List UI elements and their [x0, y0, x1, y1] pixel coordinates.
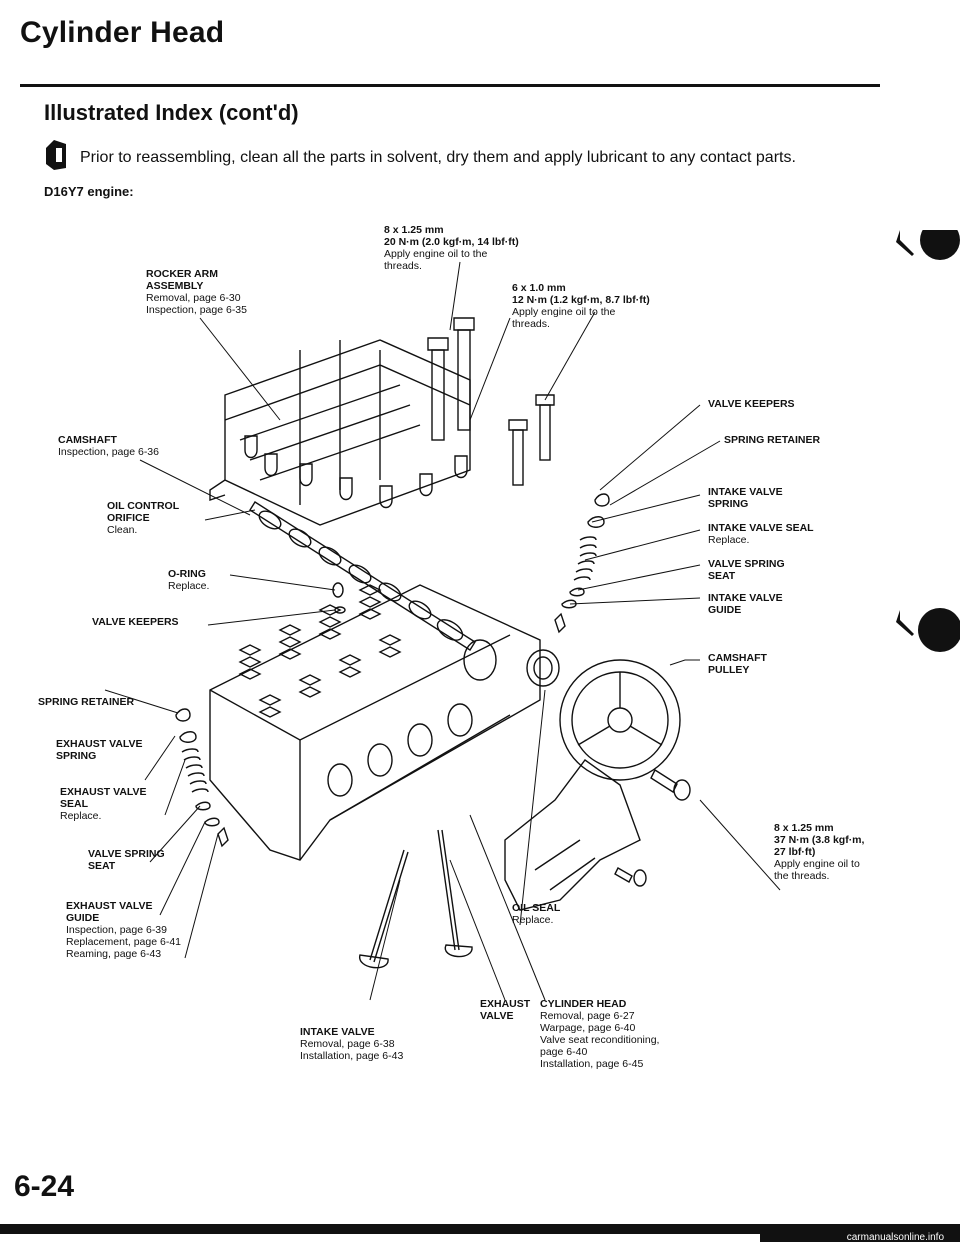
binder-marks	[896, 230, 960, 652]
camshaft	[249, 501, 476, 651]
bolts-6x10	[508, 394, 555, 486]
assembly-note: Prior to reassembling, clean all the par…	[80, 149, 796, 166]
cylinder-head-body	[209, 584, 541, 861]
label-bolt-8x125-bottom: 8 x 1.25 mm 37 N·m (3.8 kgf·m, 27 lbf·ft…	[774, 822, 865, 882]
label-exhaust-valve: EXHAUST VALVE	[480, 998, 531, 1022]
footer-bar	[760, 1230, 960, 1242]
timing-belt-back-cover	[504, 759, 641, 911]
label-cylinder-head: CYLINDER HEAD Removal, page 6-27 Warpage…	[540, 998, 660, 1070]
label-valve-spring-seat-left: VALVE SPRING SEAT	[88, 848, 165, 872]
label-intake-valve-guide: INTAKE VALVE GUIDE	[708, 592, 783, 616]
exhaust-valve-stack	[175, 708, 229, 848]
pulley-bolt	[650, 768, 678, 794]
cylinder-head-top-face	[209, 634, 511, 741]
oil-seal-ring	[526, 649, 560, 687]
label-exhaust-valve-spring: EXHAUST VALVE SPRING	[56, 738, 143, 762]
label-camshaft-pulley: CAMSHAFT PULLEY	[708, 652, 767, 676]
engine-label: D16Y7 engine:	[44, 184, 134, 199]
label-bolt-6x10: 6 x 1.0 mm 12 N·m (1.2 kgf·m, 8.7 lbf·ft…	[512, 282, 650, 330]
label-oil-control-orifice: OIL CONTROL ORIFICE Clean.	[107, 500, 180, 536]
label-spring-retainer-left: SPRING RETAINER	[38, 696, 135, 708]
label-camshaft: CAMSHAFT Inspection, page 6-36	[58, 434, 159, 458]
label-intake-valve: INTAKE VALVE Removal, page 6-38 Installa…	[300, 1026, 404, 1062]
label-exhaust-valve-seal: EXHAUST VALVE SEAL Replace.	[60, 786, 147, 822]
manual-book-icon	[46, 140, 66, 170]
label-o-ring: O-RING Replace.	[168, 568, 210, 592]
intake-valve	[369, 849, 409, 963]
page-number: 6-24	[14, 1170, 75, 1203]
camshaft-lobes	[258, 510, 464, 641]
page-title: Cylinder Head	[20, 16, 225, 49]
label-intake-valve-spring: INTAKE VALVE SPRING	[708, 486, 783, 510]
bolts-8x125-top	[427, 317, 475, 441]
intake-valve-stack	[554, 493, 610, 634]
label-valve-keepers-right: VALVE KEEPERS	[708, 398, 795, 410]
label-intake-valve-seal: INTAKE VALVE SEAL Replace.	[708, 522, 814, 546]
exhaust-valve	[437, 829, 460, 951]
footer-watermark: carmanualsonline.info	[846, 1232, 944, 1243]
section-title: Illustrated Index (cont'd)	[44, 100, 299, 125]
label-spring-retainer-right: SPRING RETAINER	[724, 434, 821, 446]
label-rocker-arm-assembly: ROCKER ARM ASSEMBLY Removal, page 6-30 I…	[146, 268, 247, 316]
bottom-rule	[0, 1224, 960, 1234]
label-oil-seal: OIL SEAL Replace.	[512, 902, 561, 926]
label-exhaust-valve-guide: EXHAUST VALVE GUIDE Inspection, page 6-3…	[66, 900, 181, 960]
camshaft-pulley	[559, 659, 681, 781]
label-valve-keepers-left: VALVE KEEPERS	[92, 616, 179, 628]
head-spring-stacks	[238, 584, 402, 718]
title-rule	[20, 84, 880, 87]
label-bolt-8x125-top: 8 x 1.25 mm 20 N·m (2.0 kgf·m, 14 lbf·ft…	[384, 224, 519, 272]
label-valve-spring-seat-right: VALVE SPRING SEAT	[708, 558, 785, 582]
